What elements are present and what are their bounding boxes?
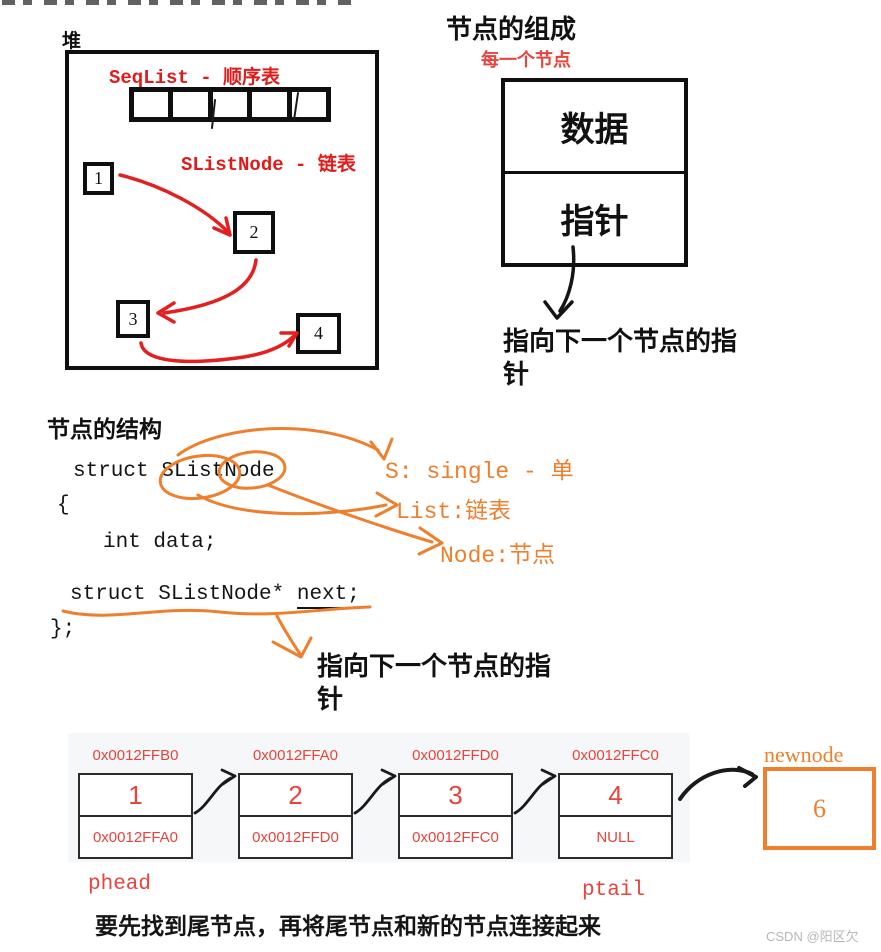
node-next-pointer: 0x0012FFA0	[92, 828, 179, 846]
node-address-label: 0x0012FFC0	[572, 747, 659, 764]
slistnode-label: SListNode - 链表	[181, 154, 356, 176]
arrowhead-2	[156, 301, 176, 324]
pointer-cell: 指针	[560, 204, 629, 241]
node-value: 4	[560, 775, 671, 817]
phead-label: phead	[88, 873, 152, 896]
arrow-node1-to-node2	[118, 173, 231, 235]
code-line-close-brace: };	[50, 618, 76, 641]
footer-note: 要先找到尾节点，再将尾节点和新的节点连接起来	[95, 914, 601, 939]
array-cell	[173, 92, 213, 117]
heap-node-1: 1	[83, 162, 114, 195]
node-address-label: 0x0012FFA0	[252, 747, 339, 764]
arrowhead-newnode	[737, 766, 758, 788]
node-address-label: 0x0012FFB0	[92, 747, 179, 764]
ptail-label: ptail	[582, 879, 646, 902]
node-next-pointer: 0x0012FFD0	[252, 828, 339, 846]
array-cell	[213, 92, 253, 117]
array-cell	[134, 92, 174, 117]
code-line-next-pointer: struct SListNode* next;	[70, 583, 360, 609]
arrow-to-caption	[275, 614, 302, 656]
heap-node-2: 2	[233, 211, 275, 254]
structure-caption: 指向下一个节点的指 针	[317, 652, 552, 714]
arc-to-single	[176, 427, 380, 457]
arrowhead-1	[212, 216, 232, 237]
node-next-pointer: NULL	[596, 828, 635, 846]
arrow-tail-to-newnode	[678, 767, 754, 801]
line-to-list	[196, 493, 388, 516]
chevron-node	[417, 526, 444, 556]
composition-node-box: 数据 指针	[501, 78, 688, 267]
list-node: 0x0012FFC0 4 NULL	[558, 747, 673, 859]
composition-subtitle: 每一个节点	[481, 50, 571, 70]
list-node: 0x0012FFD0 3 0x0012FFC0	[398, 747, 513, 859]
code-line-open-brace: {	[57, 494, 70, 517]
array-cell	[252, 92, 292, 117]
node-next-pointer: 0x0012FFC0	[412, 828, 499, 846]
array-cell	[292, 92, 326, 117]
newnode-label: newnode	[764, 742, 844, 767]
newnode-box: 6	[763, 767, 876, 850]
heap-label: 堆	[62, 31, 82, 52]
list-node: 0x0012FFB0 1 0x0012FFA0	[78, 747, 193, 859]
node-value: 1	[80, 775, 191, 817]
arrow-node2-to-node3	[162, 258, 258, 315]
linked-list-panel: 0x0012FFB0 1 0x0012FFA0 0x0012FFA0 2 0x0…	[68, 733, 690, 862]
cropped-text-remnant	[2, 0, 354, 5]
structure-title: 节点的结构	[47, 417, 162, 442]
seqlist-array	[129, 87, 331, 122]
composition-title: 节点的组成	[446, 15, 577, 44]
csdn-watermark: CSDN @阳区欠	[766, 929, 859, 944]
heap-node-4: 4	[296, 313, 341, 354]
heap-node-3: 3	[116, 300, 150, 338]
node-value: 2	[240, 775, 351, 817]
annotation-single: S: single - 单	[385, 459, 574, 485]
composition-caption: 指向下一个节点的指 针	[503, 327, 738, 389]
code-line-int-data: int data;	[103, 531, 217, 554]
node-address-label: 0x0012FFD0	[412, 747, 499, 764]
next-underlined: next;	[296, 583, 360, 609]
annotation-list: List:链表	[396, 499, 512, 525]
chevron-list	[374, 491, 399, 518]
arrowhead-caption	[271, 636, 313, 659]
heap-box: SeqList - 顺序表 SListNode - 链表 1 2 3 4	[65, 50, 379, 370]
list-node: 0x0012FFA0 2 0x0012FFD0	[238, 747, 353, 859]
arrowhead-3	[279, 331, 299, 348]
code-line-struct: struct SListNode	[73, 460, 275, 483]
node-value: 3	[400, 775, 511, 817]
arrowhead-down	[543, 300, 574, 320]
data-cell: 数据	[505, 82, 684, 174]
arrow-node3-to-node4	[139, 333, 297, 364]
annotation-node: Node:节点	[440, 543, 556, 569]
seqlist-label: SeqList - 顺序表	[109, 67, 281, 89]
